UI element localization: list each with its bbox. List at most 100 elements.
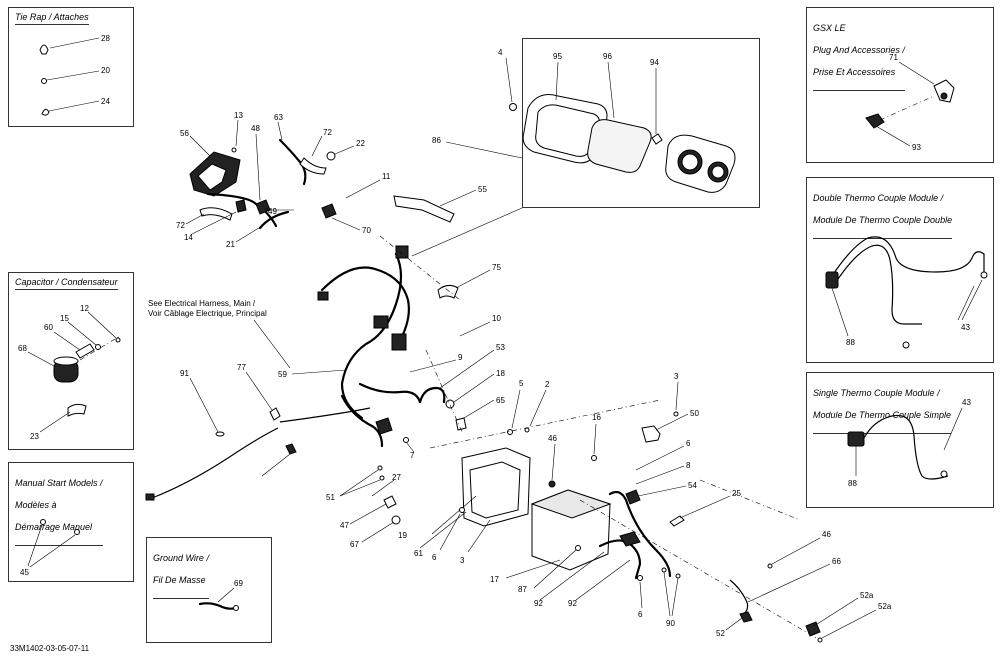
bracket-75	[437, 284, 459, 299]
leader-16-right	[593, 423, 597, 455]
clip-51	[383, 495, 397, 509]
screw-12	[115, 337, 121, 343]
leader-45b	[29, 534, 76, 568]
ref-47: 67	[350, 540, 359, 549]
leader-12	[87, 311, 117, 339]
manual-start-parts: 45	[20, 519, 80, 577]
thermo-wire-b	[835, 244, 922, 325]
screw-27b	[379, 475, 385, 481]
ground-wire-parts: 69	[198, 579, 243, 611]
axis-gsx	[879, 95, 935, 121]
leader-92-right	[813, 597, 859, 627]
battery-area: 46 19 61 6 3 17 87 92 92 6 90	[398, 434, 681, 628]
ref-5: 5	[519, 379, 524, 388]
cable-61	[608, 490, 672, 578]
leader-1	[419, 511, 467, 549]
connector-14	[235, 199, 247, 213]
plug-90	[215, 431, 225, 437]
leader-6-lower	[639, 581, 643, 609]
nut-4	[509, 103, 517, 111]
screw-52a	[575, 545, 581, 551]
single-thermo-title-line: Module De Thermo Couple Simple	[813, 410, 952, 420]
ref-88-single: 88	[848, 479, 857, 488]
screw-3-lower-a	[661, 567, 667, 573]
leader-95	[555, 61, 559, 101]
nut-16-right	[591, 455, 597, 461]
ref-86: 86	[432, 136, 441, 145]
leader-92-lower	[725, 617, 743, 631]
leader-23	[39, 411, 71, 433]
ref-93: 93	[912, 143, 921, 152]
ref-9: 9	[458, 353, 463, 362]
ground-wire-title: Ground Wire / Fil De Masse	[153, 542, 209, 599]
ref-95: 95	[553, 52, 562, 61]
leader-51	[349, 503, 387, 525]
gsx-le-parts: 71 93	[865, 53, 955, 152]
ref-14: 14	[184, 233, 193, 242]
plug-socket	[940, 92, 948, 100]
leader-72-upper	[311, 135, 323, 157]
leader-46-left	[439, 513, 461, 551]
capacitor-top	[53, 356, 79, 366]
leader-53	[439, 349, 495, 389]
ref-17: 46	[822, 530, 831, 539]
harness-branch-b	[340, 394, 384, 448]
leader-87	[747, 563, 831, 603]
screw-17	[767, 563, 773, 569]
nut-15	[95, 344, 101, 350]
lower-center-parts: 51 27 47 67	[326, 465, 401, 549]
leader-90	[189, 377, 219, 433]
ground-wire-69	[198, 602, 238, 610]
ref-7: 27	[392, 473, 401, 482]
screw-3-lower-b	[675, 573, 681, 579]
double-thermo-title-line: Double Thermo Couple Module /	[813, 193, 944, 203]
gauge-dial-right-inner	[711, 165, 725, 179]
ref-3-upper: 3	[674, 372, 679, 381]
leader-17	[771, 537, 821, 565]
plug-45b	[74, 529, 80, 535]
gsx-le-inset: GSX LE Plug And Accessories / Prise Et A…	[806, 7, 994, 163]
ref-68: 68	[18, 344, 27, 353]
ref-49: 49	[268, 207, 277, 216]
screw-6-right	[817, 637, 823, 643]
ref-75: 75	[492, 263, 501, 272]
ref-94: 94	[650, 58, 659, 67]
cable-53	[418, 386, 446, 404]
leader-2	[529, 389, 547, 427]
harness-relay-block	[391, 333, 407, 351]
ref-12: 12	[80, 304, 89, 313]
ref-23: 23	[30, 432, 39, 441]
ref-91: 77	[237, 363, 246, 372]
single-thermo-parts: 88 43	[847, 398, 971, 488]
clip-94	[651, 133, 663, 145]
ref-63: 63	[274, 113, 283, 122]
leader-19	[539, 551, 605, 601]
leader-52a	[533, 549, 577, 589]
tie-rap-inset: Tie Rap / Attaches	[8, 7, 134, 127]
harness-branch-c	[279, 407, 371, 423]
leader-9	[409, 359, 457, 373]
sensor-nut-a	[980, 271, 988, 279]
ref-6-lower: 6	[638, 610, 643, 619]
wire-87	[729, 579, 749, 615]
leader-67	[431, 495, 477, 535]
accessory-plug-71	[933, 79, 955, 103]
leader-3-lower-a	[663, 571, 671, 617]
plug-45a	[40, 519, 46, 525]
double-thermo-inset: Double Thermo Couple Module / Module De …	[806, 177, 994, 363]
leader-55	[439, 189, 477, 207]
leader-4	[505, 57, 513, 103]
ref-46-left: 6	[432, 553, 437, 562]
ref-60: 60	[44, 323, 53, 332]
leader-47	[361, 521, 395, 543]
thermo-module-88-single	[847, 431, 865, 447]
leader-22	[334, 145, 355, 155]
ref-48: 48	[251, 124, 260, 133]
ref-13: 13	[234, 111, 243, 120]
ring-22	[326, 151, 336, 161]
leader-6-right	[821, 609, 877, 639]
leader-77	[291, 369, 347, 375]
leader-75	[455, 269, 491, 289]
leader-86	[445, 141, 523, 159]
